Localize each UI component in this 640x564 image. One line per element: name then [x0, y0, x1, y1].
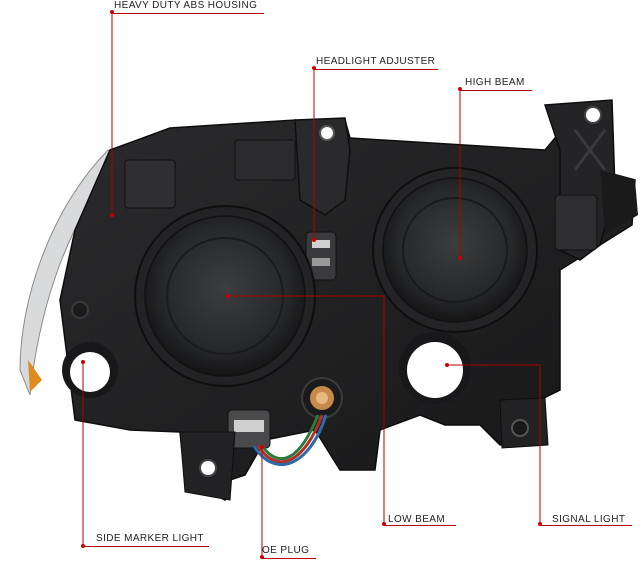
callout-adjuster-underline	[314, 69, 438, 70]
dot-high-beam	[458, 256, 462, 260]
callout-oe-plug-label: OE PLUG	[262, 545, 310, 556]
callout-housing-underline	[112, 13, 264, 14]
callout-high-beam-label: HIGH BEAM	[465, 77, 525, 88]
callout-low-beam-label: LOW BEAM	[388, 514, 446, 525]
callout-side-marker-label: SIDE MARKER LIGHT	[96, 533, 204, 544]
dot-side-marker	[81, 360, 85, 364]
adjuster-tower	[294, 117, 351, 216]
callout-side-marker-underline	[83, 546, 209, 547]
dot-oe-plug	[260, 445, 264, 449]
leader-low-beam	[228, 295, 385, 524]
callout-signal-label: SIGNAL LIGHT	[552, 514, 626, 525]
callout-housing-label: HEAVY DUTY ABS HOUSING	[114, 0, 258, 11]
dot-housing	[110, 213, 114, 217]
dot-low-beam	[226, 294, 230, 298]
callout-oe-plug-underline	[262, 558, 316, 559]
callout-adjuster-label: HEADLIGHT ADJUSTER	[316, 56, 436, 67]
callout-dots	[81, 10, 542, 559]
callout-signal-underline	[540, 525, 632, 526]
callout-low-beam-underline	[384, 525, 456, 526]
leader-signal	[447, 364, 541, 524]
callout-high-beam-underline	[460, 90, 532, 91]
callout-leaders	[82, 12, 541, 557]
dot-adjuster	[312, 238, 316, 242]
dot-signal	[445, 363, 449, 367]
